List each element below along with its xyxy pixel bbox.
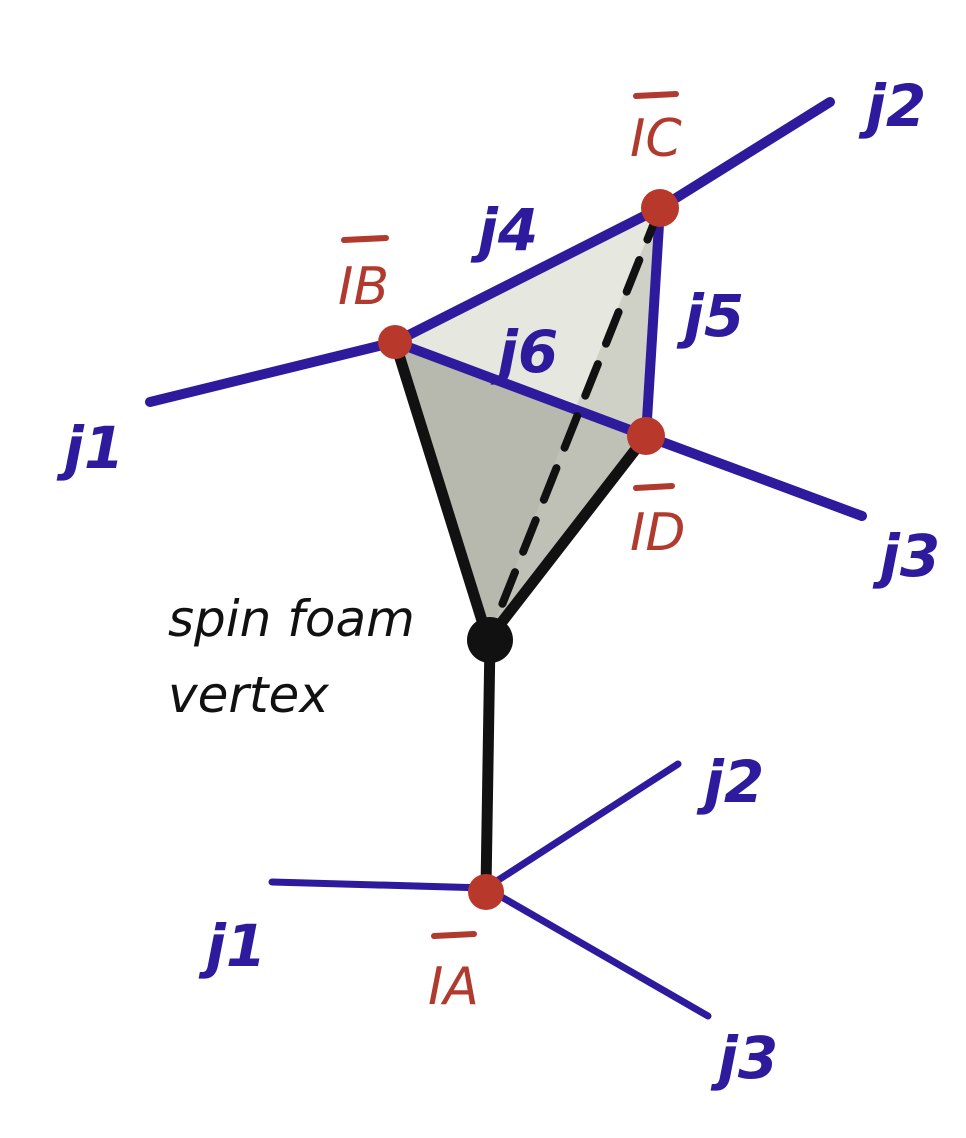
label-IB: IB [338, 257, 389, 317]
label-j2-top: j2 [858, 72, 926, 140]
IA-bar [431, 931, 477, 939]
nodes [378, 189, 679, 910]
label-j1-top: j1 [56, 414, 124, 482]
link-j3-top [641, 431, 867, 521]
label-spinfoam-line1: spin foam [168, 590, 415, 648]
label-ID: ID [630, 503, 685, 563]
link-j5 [641, 203, 665, 441]
vertex-edges [389, 204, 664, 894]
label-IA: IA [428, 957, 479, 1017]
face-top [395, 208, 660, 404]
link-j3-bottom [482, 884, 712, 1020]
IB-bar [341, 235, 389, 243]
edge-to-IC-dashed [484, 204, 664, 644]
ID-bar [633, 483, 675, 491]
link-j6 [390, 337, 651, 441]
spin-links-bottom [268, 760, 712, 1020]
node-IC [641, 189, 679, 227]
label-j1-bottom: j1 [198, 912, 266, 980]
spin-links-top [145, 97, 867, 521]
edge-to-IA [480, 634, 496, 894]
label-j4: j4 [470, 196, 538, 264]
edge-to-ID [482, 430, 652, 646]
link-j1-bottom [268, 878, 490, 892]
node-IB [378, 325, 412, 359]
label-j6: j6 [490, 318, 558, 386]
label-spinfoam-line2: vertex [168, 666, 329, 724]
label-j2-bottom: j2 [696, 748, 764, 816]
link-j2-top [655, 97, 835, 213]
node-ID [627, 417, 665, 455]
IC-bar [633, 91, 679, 99]
label-j3-bottom: j3 [710, 1024, 778, 1092]
node-IA [468, 874, 504, 910]
label-IC: IC [630, 109, 682, 169]
link-j2-bottom [482, 760, 682, 892]
edge-to-IB [389, 336, 494, 646]
link-j4 [390, 203, 665, 347]
label-j5: j5 [676, 282, 744, 350]
label-j3-top: j3 [872, 522, 940, 590]
intertwiner-marks [341, 91, 679, 939]
link-j1-top [145, 337, 400, 407]
spin-foam-vertex-node [467, 617, 513, 663]
